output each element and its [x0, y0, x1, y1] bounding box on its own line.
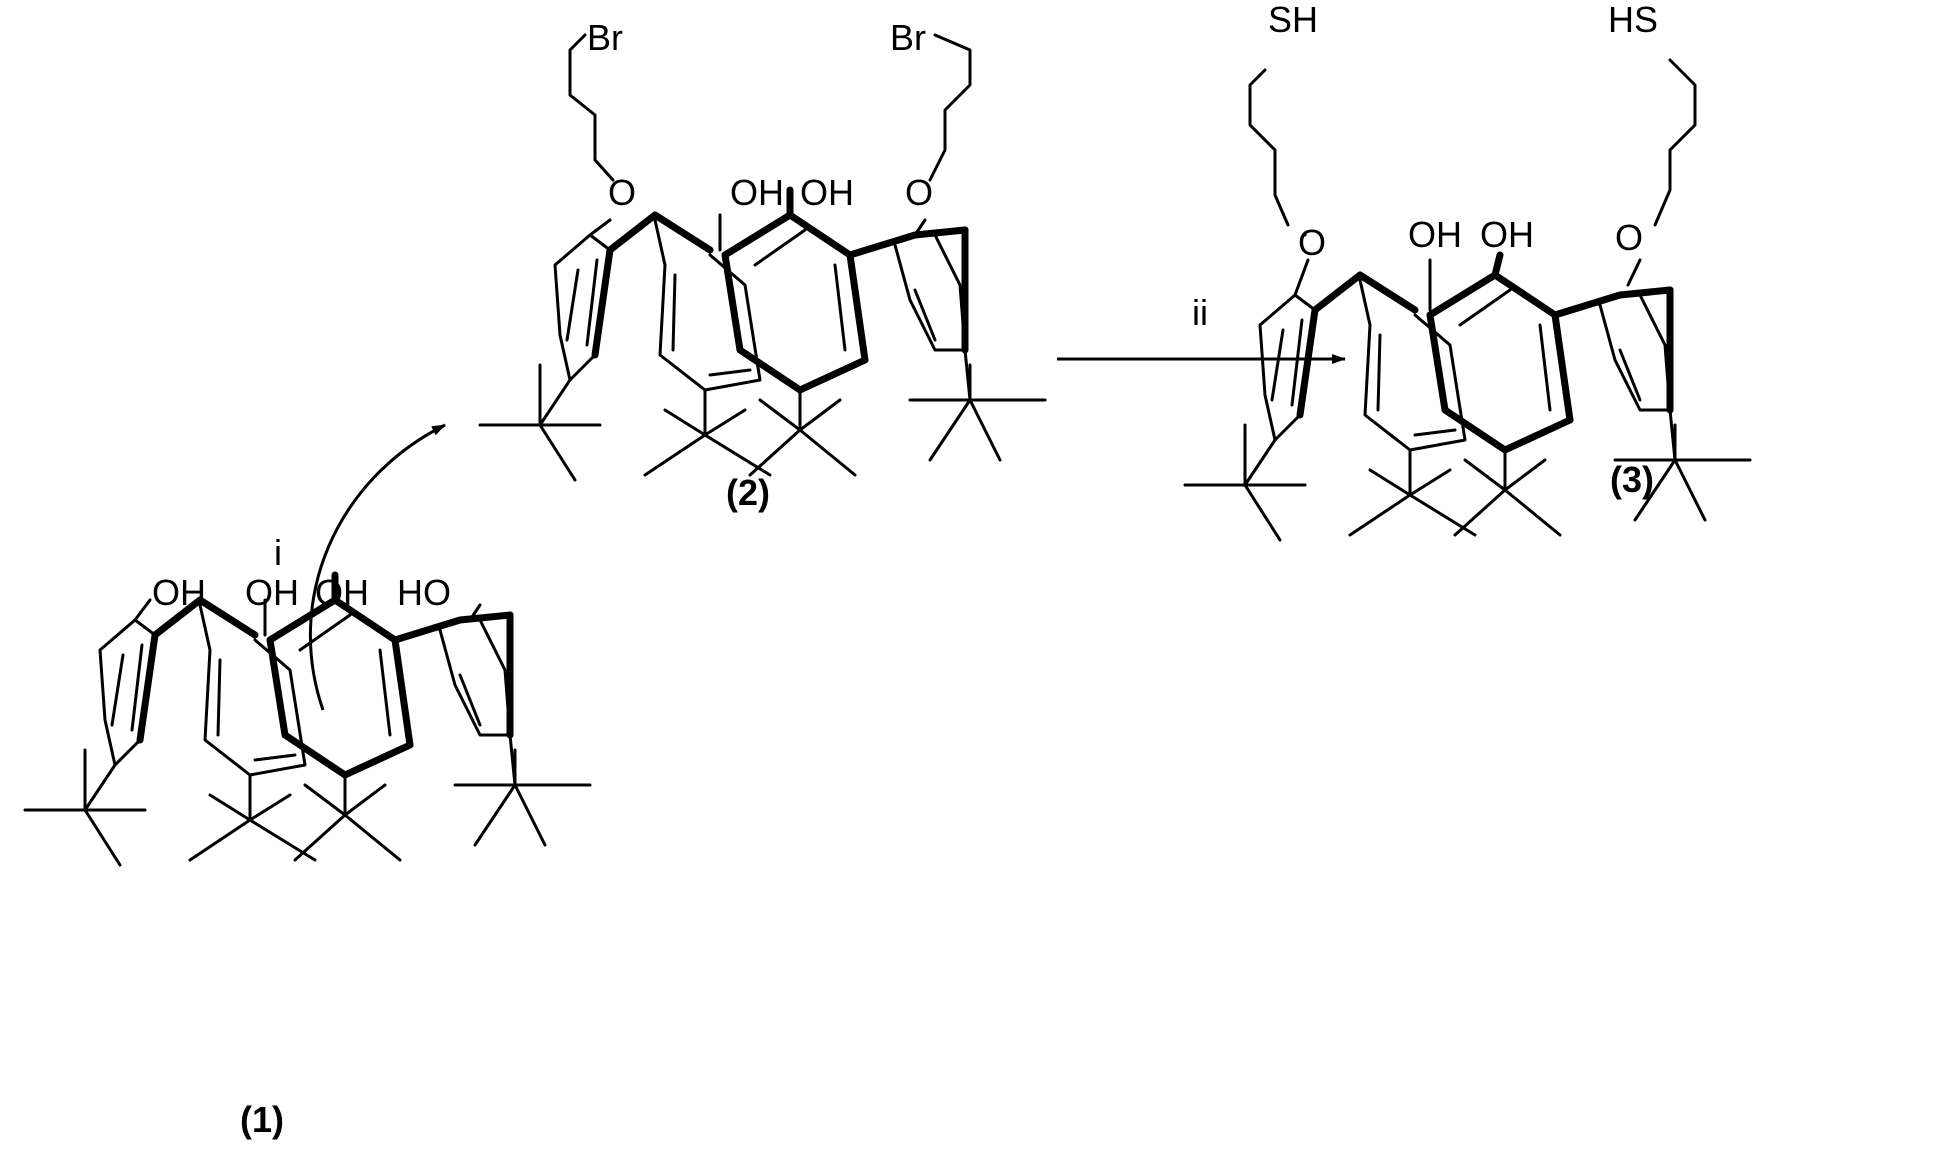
o-label-left: O [608, 172, 636, 213]
oh-label-2: OH [245, 572, 299, 613]
reaction-label-ii: ii [1192, 292, 1208, 333]
br-label-left: Br [587, 17, 623, 58]
o-label-right: O [905, 172, 933, 213]
oh-label-2: OH [1480, 214, 1534, 255]
compound-1: OH OH OH HO [25, 571, 590, 865]
compound-label-2: (2) [726, 472, 770, 513]
oh-label-1: OH [152, 572, 206, 613]
oh-label-1: OH [730, 172, 784, 213]
oh-label-2: OH [800, 172, 854, 213]
compound-2: O Br OH OH O Br [480, 17, 1045, 480]
oh-label-4: HO [397, 572, 451, 613]
o-label-right: O [1615, 217, 1643, 258]
oh-label-1: OH [1408, 214, 1462, 255]
compound-3: O SH OH OH O HS [1185, 0, 1750, 540]
sh-label-left: SH [1268, 0, 1318, 40]
o-label-left: O [1298, 222, 1326, 263]
reaction-arrow-i [309, 423, 446, 711]
compound-label-3: (3) [1610, 459, 1654, 500]
sh-label-right: HS [1608, 0, 1658, 40]
oh-label-3: OH [315, 572, 369, 613]
reaction-label-i: i [274, 532, 282, 573]
br-label-right: Br [890, 17, 926, 58]
compound-label-1: (1) [240, 1099, 284, 1140]
